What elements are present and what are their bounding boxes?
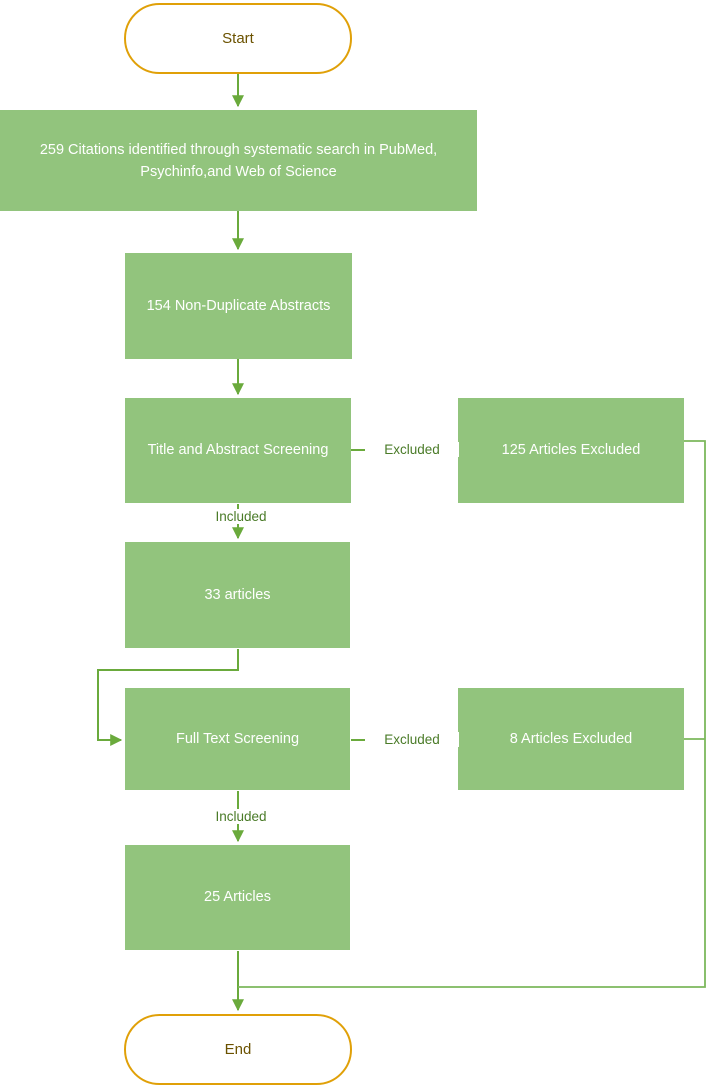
edge-label-excluded-top: Excluded [365, 442, 459, 457]
node-excluded-8-label: 8 Articles Excluded [509, 730, 633, 747]
node-title-abstract-screening-label: Title and Abstract Screening [147, 442, 329, 459]
node-start[interactable]: Start [124, 3, 352, 74]
node-full-text-screening[interactable]: Full Text Screening [125, 688, 350, 790]
edge-label-excluded-bottom: Excluded [365, 732, 459, 747]
node-excluded-8[interactable]: 8 Articles Excluded [458, 688, 684, 790]
node-end[interactable]: End [124, 1014, 352, 1085]
node-articles-25-label: 25 Articles [204, 889, 271, 906]
edge-label-included-top: Included [196, 509, 286, 524]
node-start-label: Start [222, 30, 254, 47]
node-citations[interactable]: 259 Citations identified through systema… [0, 110, 477, 211]
node-excluded-125-label: 125 Articles Excluded [501, 442, 641, 459]
node-nonduplicate-abstracts[interactable]: 154 Non-Duplicate Abstracts [125, 253, 352, 359]
node-title-abstract-screening[interactable]: Title and Abstract Screening [125, 398, 351, 503]
node-end-label: End [224, 1041, 252, 1058]
node-excluded-125[interactable]: 125 Articles Excluded [458, 398, 684, 503]
node-citations-label: 259 Citations identified through systema… [39, 142, 438, 181]
edge-label-included-bottom: Included [196, 809, 286, 824]
node-articles-33-label: 33 articles [204, 586, 271, 603]
node-articles-25[interactable]: 25 Articles [125, 845, 350, 950]
node-nonduplicate-abstracts-label: 154 Non-Duplicate Abstracts [146, 297, 331, 314]
node-articles-33[interactable]: 33 articles [125, 542, 350, 648]
node-full-text-screening-label: Full Text Screening [175, 730, 300, 747]
